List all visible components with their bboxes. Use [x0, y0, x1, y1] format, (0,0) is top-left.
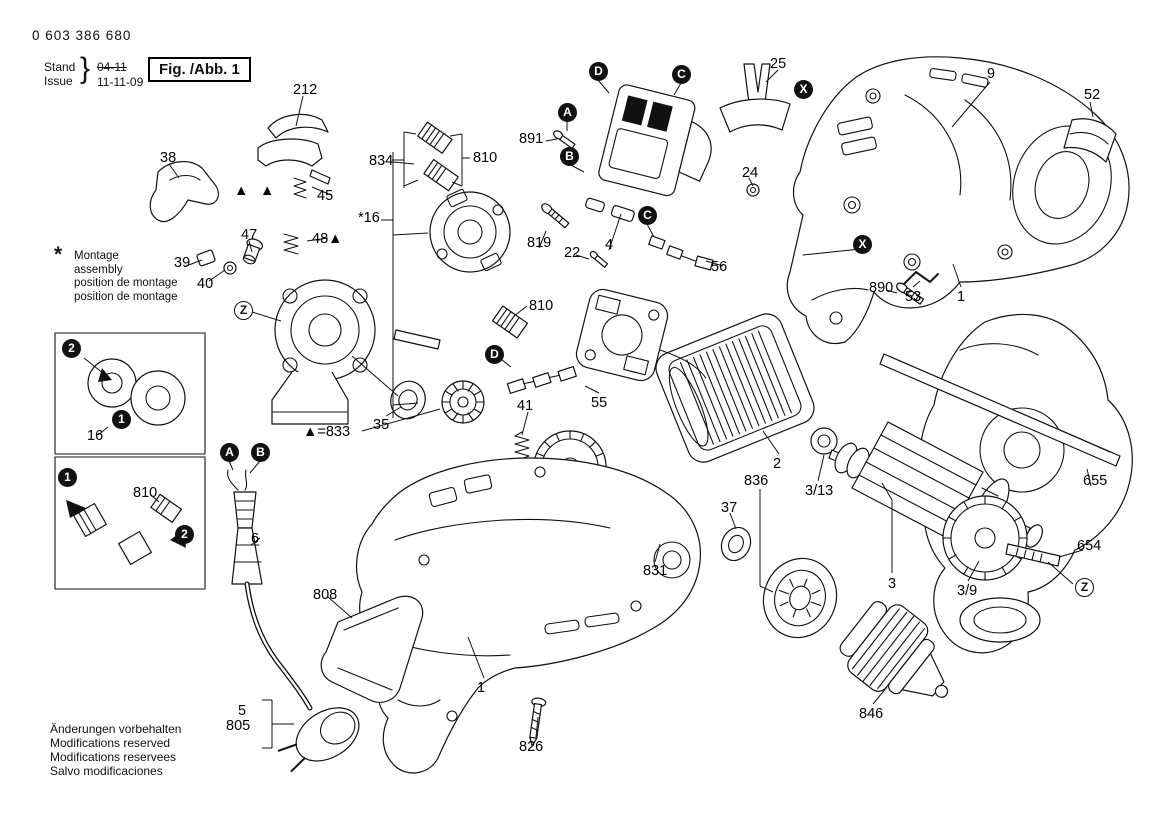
- stand-label: Stand: [44, 60, 76, 74]
- drawing-brush-middle: [491, 305, 529, 339]
- figure-label: Fig. /Abb. 1: [148, 57, 251, 82]
- drawing-cord-guard: [320, 595, 424, 703]
- drawing-cable-plug: [227, 469, 360, 773]
- note-line: assembly: [74, 263, 123, 276]
- drawing-brush-holder: [575, 288, 669, 382]
- brace-glyph: }: [80, 52, 91, 85]
- note-line: Montage: [74, 250, 119, 262]
- note-line: position de montage: [74, 290, 178, 303]
- asterisk-marker: *: [54, 243, 63, 266]
- drawing-switch: [585, 84, 714, 271]
- drawing-clip-25: [719, 63, 791, 197]
- revision-dates: 04-11 11-11-09: [97, 60, 143, 90]
- note-line: Änderungen vorbehalten: [50, 722, 182, 736]
- note-line: position de montage: [74, 277, 178, 289]
- date-current: 11-11-09: [97, 75, 144, 89]
- drawing-motor-housing-right: [786, 56, 1130, 344]
- drawing-bevel-gear: [942, 495, 1061, 581]
- drawing-ringnut-knurl: [390, 380, 485, 424]
- note-line: Modifications reserved: [50, 736, 171, 750]
- note-line: Modifications reservees: [50, 750, 177, 764]
- leader-lines: [97, 69, 1094, 749]
- drawing-brush-plate: [429, 188, 511, 273]
- drawing-field-stator: [655, 313, 815, 463]
- drawing-connectors-55: [506, 366, 577, 394]
- drawing-depth-rod: [879, 353, 1121, 467]
- inset-boxes: [54, 332, 206, 590]
- drawing-label-plate-52: [903, 118, 1117, 285]
- note-line: Salvo modificaciones: [50, 764, 163, 778]
- drawing-small-screws: [541, 130, 925, 305]
- document-part-number: 0 603 386 680: [32, 28, 132, 43]
- stand-issue-labels: Stand Issue: [44, 60, 75, 88]
- date-superseded: 04-11: [97, 60, 127, 74]
- drawing-clutch: [720, 526, 838, 639]
- inset-box-1: [54, 332, 206, 455]
- drawing-chuck: [839, 601, 949, 698]
- inset-box-2: [54, 456, 206, 590]
- drawing-bearing-plate-left: [271, 279, 441, 425]
- drawing-screw-826: [529, 697, 547, 747]
- drawing-brushes-top: [417, 121, 459, 192]
- issue-label: Issue: [44, 74, 73, 88]
- drawing-aux-handle-parts: [149, 113, 331, 275]
